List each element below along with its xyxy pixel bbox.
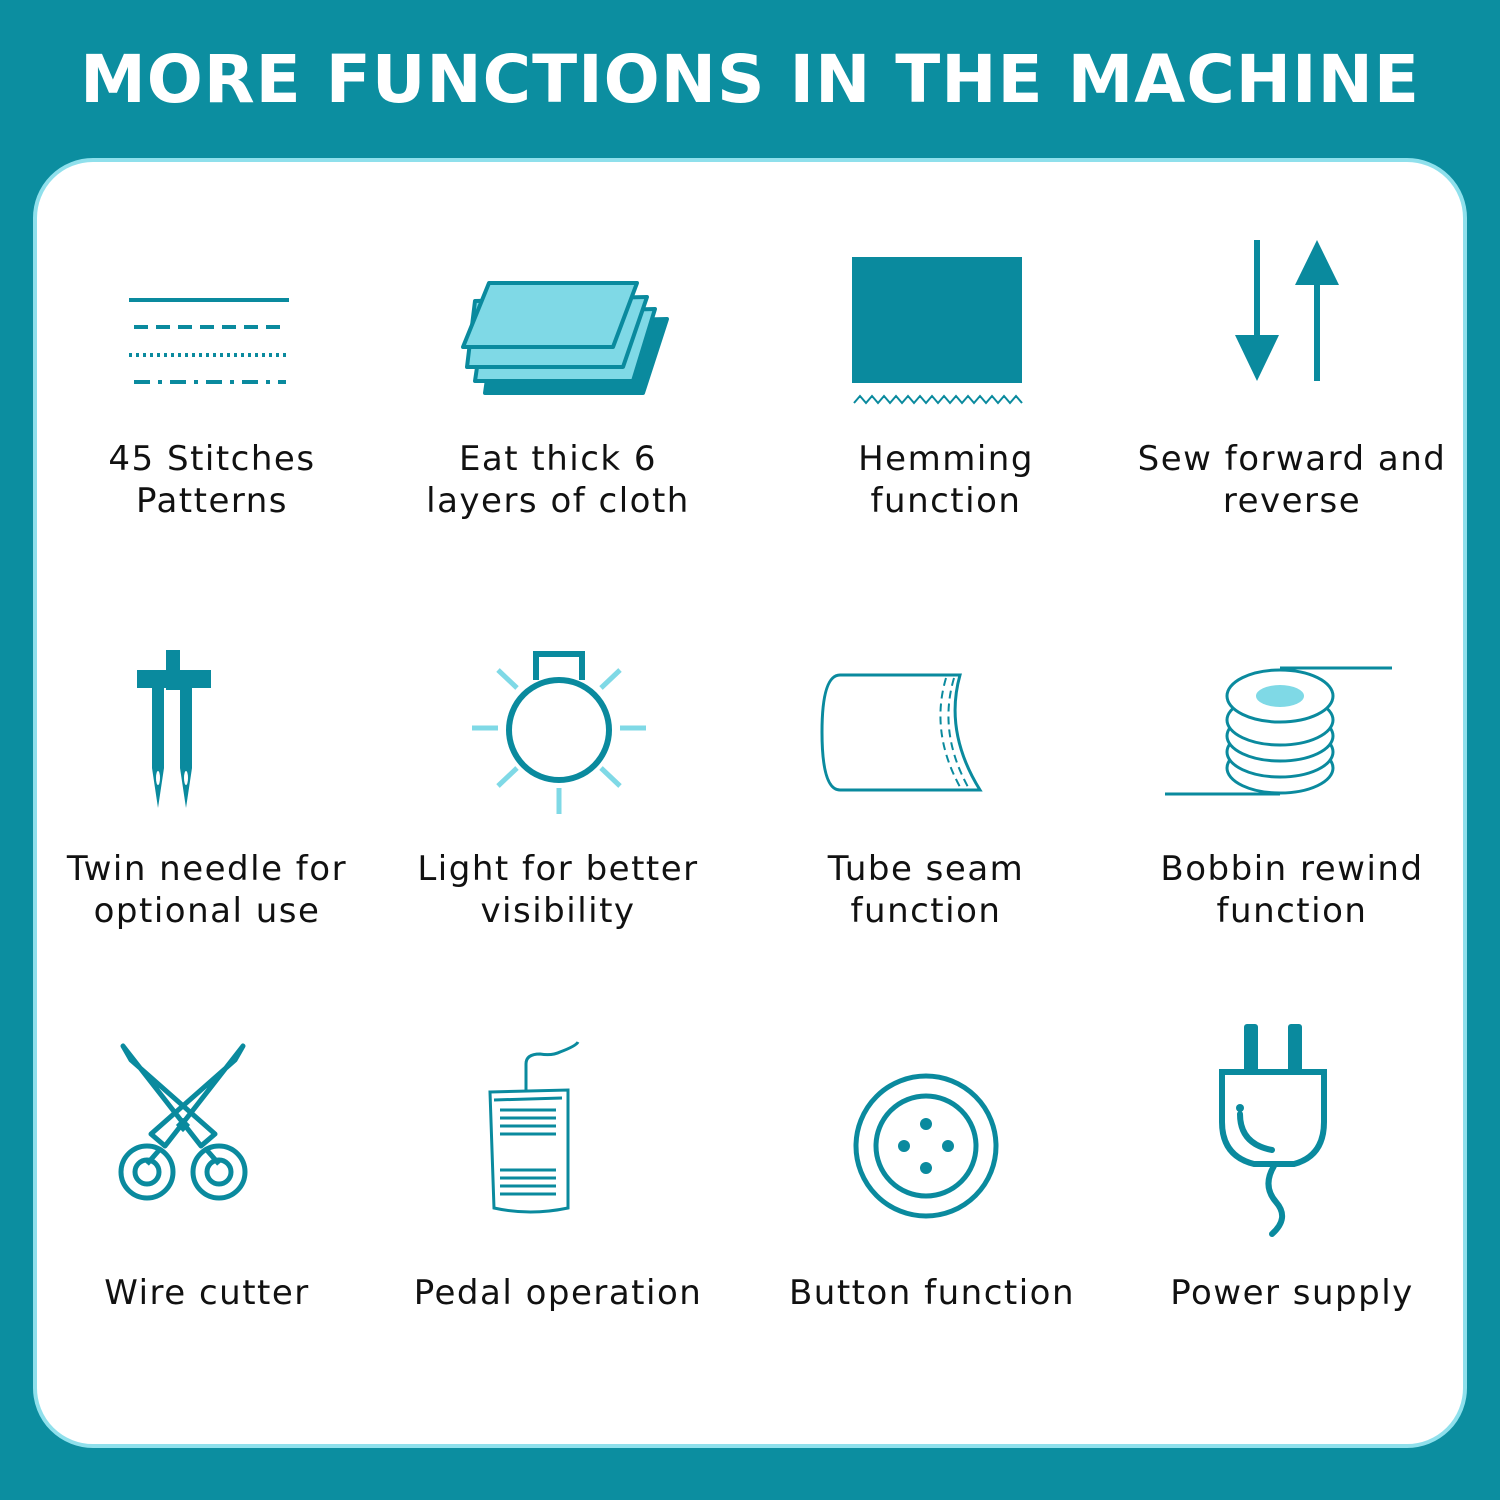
twin-needle-icon <box>137 650 211 808</box>
stitch-lines-icon <box>129 298 289 384</box>
button-icon <box>853 1073 999 1219</box>
cloth-layers-icon <box>461 281 669 395</box>
feature-label: 45 Stitches Patterns <box>108 439 316 521</box>
feature-label: Power supply <box>1170 1273 1414 1313</box>
feature-label: Bobbin rewind function <box>1160 849 1424 931</box>
feature-label: Twin needle for optional use <box>66 849 348 931</box>
feature-label: Sew forward and reverse <box>1137 439 1447 521</box>
forward-reverse-arrows-icon <box>1235 240 1339 381</box>
feature-label: Eat thick 6 layers of cloth <box>426 439 690 521</box>
feature-label: Light for better visibility <box>417 849 699 931</box>
bobbin-icon <box>1165 666 1392 796</box>
scissors-icon <box>118 1043 248 1201</box>
feature-label: Hemming function <box>858 439 1034 521</box>
power-plug-icon <box>1219 1024 1327 1237</box>
page-title: MORE FUNCTIONS IN THE MACHINE <box>80 41 1420 118</box>
feature-label: Pedal operation <box>413 1273 703 1313</box>
tube-seam-icon <box>820 673 983 792</box>
light-bulb-icon <box>472 651 646 814</box>
feature-label: Tube seam function <box>827 849 1025 931</box>
hemming-icon <box>852 257 1023 405</box>
features-panel <box>33 158 1467 1448</box>
foot-pedal-icon <box>488 1041 580 1214</box>
feature-label: Button function <box>788 1273 1076 1313</box>
feature-label: Wire cutter <box>104 1273 310 1313</box>
